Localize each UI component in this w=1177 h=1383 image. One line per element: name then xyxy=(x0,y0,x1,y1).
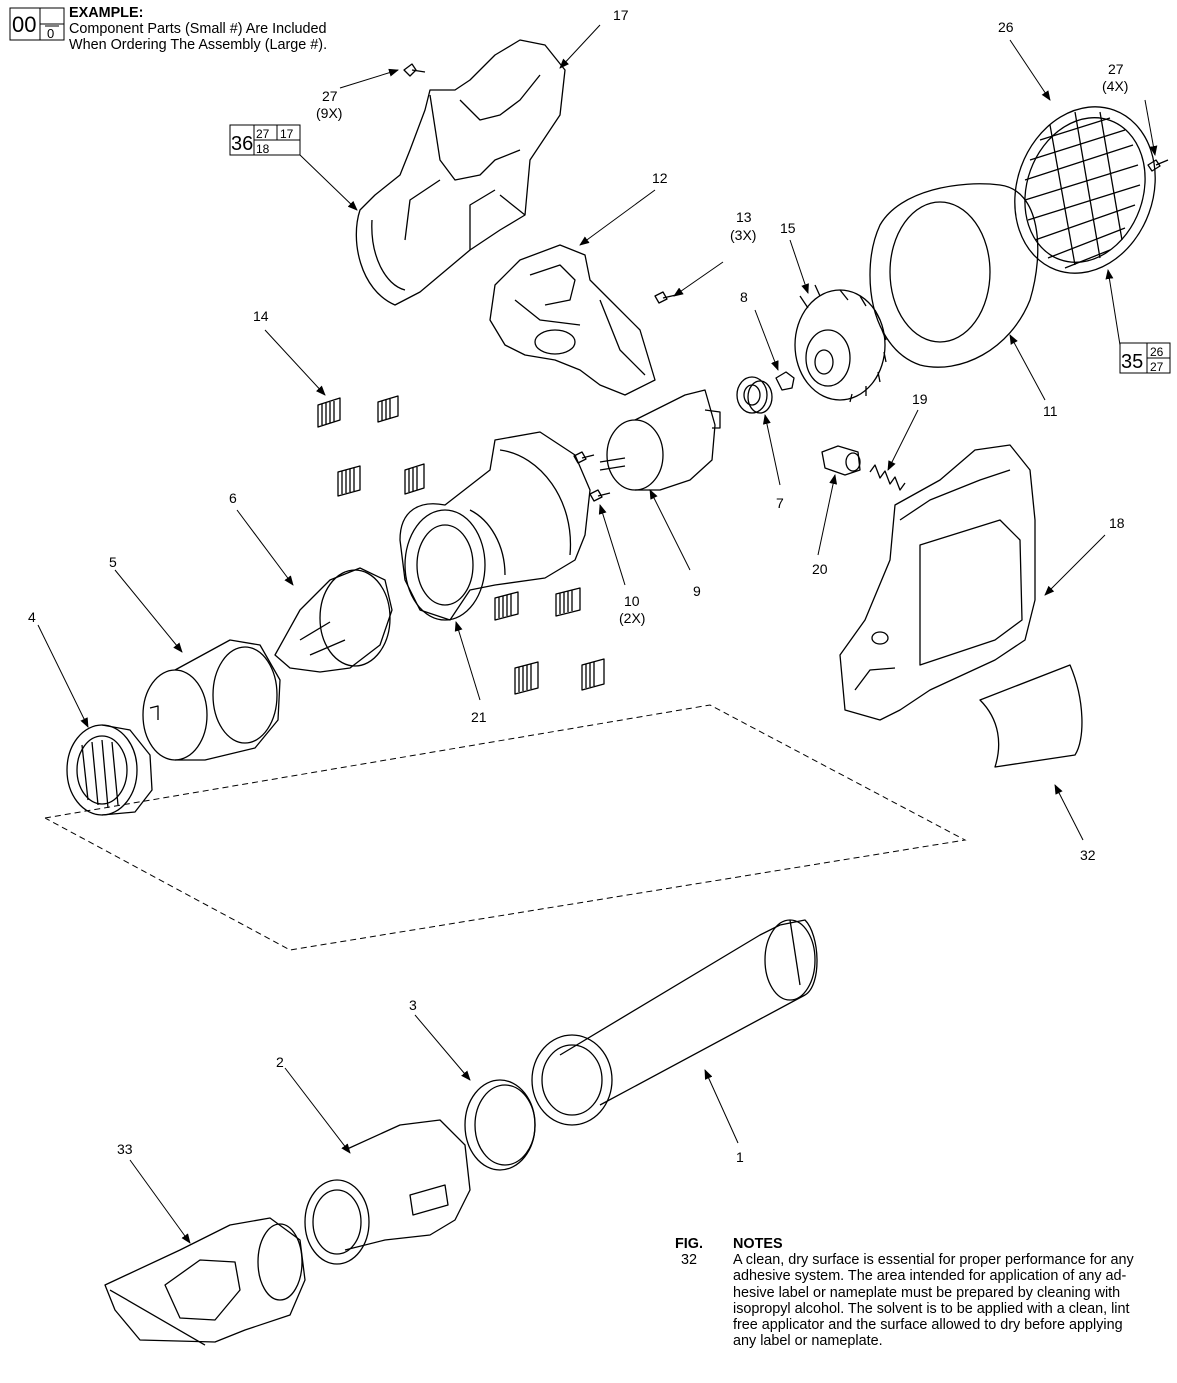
part-2-nozzle xyxy=(304,1119,471,1265)
notes-line: adhesive system. The area intended for a… xyxy=(733,1268,1127,1285)
callout-27-right-qty: (4X) xyxy=(1102,78,1128,94)
callout-12: 12 xyxy=(652,170,668,186)
notes-fig-column: FIG. 32 xyxy=(675,1236,725,1268)
assembly-box-36: 36 27 17 18 xyxy=(229,124,301,156)
callout-17: 17 xyxy=(613,7,629,23)
notes-line: free applicator and the surface allowed … xyxy=(733,1317,1123,1334)
callout-10-qty: (2X) xyxy=(619,610,645,626)
example-small-number: 0 xyxy=(47,26,54,41)
svg-text:18: 18 xyxy=(256,142,270,156)
leader-lines xyxy=(37,24,1158,1244)
callout-27-top-qty: (9X) xyxy=(316,105,342,121)
part-1-tube xyxy=(531,919,818,1126)
callout-33: 33 xyxy=(117,1141,133,1157)
part-27-screw xyxy=(403,63,426,77)
callout-20: 20 xyxy=(812,561,828,577)
part-18-lower-housing xyxy=(839,444,1036,721)
callout-13: 13 xyxy=(736,209,752,225)
assembly-box-35: 35 26 27 xyxy=(1119,342,1171,374)
part-10-screws xyxy=(573,451,611,502)
part-15-fan xyxy=(794,284,887,403)
example-line-1: Component Parts (Small #) Are Included xyxy=(69,21,327,37)
part-8-nut xyxy=(775,371,795,391)
svg-text:17: 17 xyxy=(280,127,294,141)
callout-4: 4 xyxy=(28,609,36,625)
notes-line: A clean, dry surface is essential for pr… xyxy=(733,1252,1134,1269)
example-title: EXAMPLE: xyxy=(69,5,144,21)
callout-11: 11 xyxy=(1043,403,1058,419)
part-13-screw xyxy=(654,291,677,304)
svg-text:26: 26 xyxy=(1150,345,1164,359)
callout-5: 5 xyxy=(109,554,117,570)
part-19-spring xyxy=(869,464,906,491)
example-box: 00 0 xyxy=(9,7,65,41)
fig-number: 32 xyxy=(681,1252,698,1269)
part-21-motor-mount xyxy=(399,431,591,621)
part-14-clips xyxy=(317,395,605,695)
part-12-switch xyxy=(489,244,656,396)
callout-6: 6 xyxy=(229,490,237,506)
callout-32: 32 xyxy=(1080,847,1096,863)
callout-1: 1 xyxy=(736,1149,744,1165)
callout-14: 14 xyxy=(253,308,269,324)
callout-3: 3 xyxy=(409,997,417,1013)
notes-header: NOTES xyxy=(733,1236,783,1252)
part-6-cone xyxy=(274,567,393,673)
callout-labels: 17 27 (9X) 12 13 (3X) 15 8 26 27 (4X) 11… xyxy=(28,7,1128,1165)
assembly-guide-dashed xyxy=(44,704,967,951)
part-11-foam-ring xyxy=(869,183,1039,368)
callout-27-top: 27 xyxy=(322,88,338,104)
svg-text:27: 27 xyxy=(1150,360,1164,374)
example-line-2: When Ordering The Assembly (Large #). xyxy=(69,37,328,53)
svg-text:27: 27 xyxy=(256,127,270,141)
part-17-upper-housing xyxy=(355,39,566,306)
callout-8: 8 xyxy=(740,289,748,305)
svg-text:35: 35 xyxy=(1121,351,1143,373)
part-27-screw-right xyxy=(1147,159,1169,172)
fig-header: FIG. xyxy=(675,1236,703,1252)
part-5-adapter xyxy=(142,639,281,761)
example-legend: EXAMPLE: Component Parts (Small #) Are I… xyxy=(69,5,327,53)
notes-line: hesive label or nameplate must be prepar… xyxy=(733,1284,1121,1301)
example-large-number: 00 xyxy=(12,12,36,37)
svg-text:36: 36 xyxy=(231,133,253,155)
notes-line: any label or nameplate. xyxy=(733,1333,883,1350)
part-9-motor xyxy=(599,389,721,491)
part-20-button xyxy=(821,445,861,476)
callout-18: 18 xyxy=(1109,515,1125,531)
notes-text-column: NOTES A clean, dry surface is essential … xyxy=(733,1236,1170,1349)
part-26-grille xyxy=(1014,106,1156,274)
callout-15: 15 xyxy=(780,220,796,236)
callout-7: 7 xyxy=(776,495,784,511)
callout-21: 21 xyxy=(471,709,487,725)
part-32-label xyxy=(979,664,1083,768)
part-7-bearing xyxy=(736,376,773,414)
callout-2: 2 xyxy=(276,1054,284,1070)
callout-19: 19 xyxy=(912,391,928,407)
part-4-ring xyxy=(66,724,153,816)
notes-line: isopropyl alcohol. The solvent is to be … xyxy=(733,1300,1130,1317)
callout-9: 9 xyxy=(693,583,701,599)
part-33-flat-nozzle xyxy=(104,1217,306,1346)
callout-13-qty: (3X) xyxy=(730,227,756,243)
callout-27-right: 27 xyxy=(1108,61,1124,77)
callout-26: 26 xyxy=(998,19,1014,35)
callout-10: 10 xyxy=(624,593,640,609)
part-3-ring xyxy=(464,1079,536,1171)
